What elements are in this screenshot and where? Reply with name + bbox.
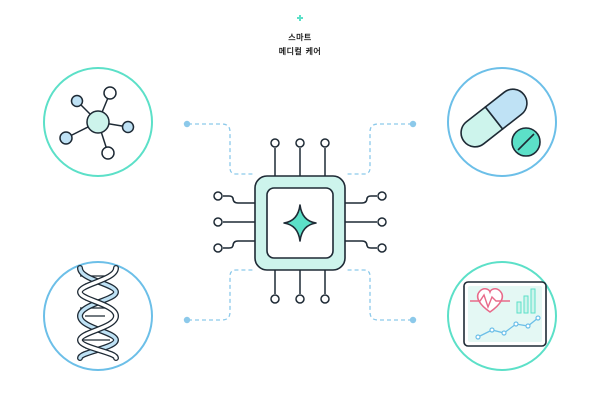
title-line-2: 메디컬 케어	[278, 47, 322, 56]
pill-icon	[447, 67, 557, 177]
connector-top-left	[188, 123, 255, 175]
connector-top-right	[345, 123, 412, 175]
sparkle-icon	[283, 204, 317, 242]
connector-lines	[188, 123, 412, 321]
ai-chip-icon	[254, 175, 346, 271]
chip-pins	[213, 138, 387, 304]
molecule-icon	[43, 67, 153, 177]
heart-monitor-icon	[447, 261, 557, 371]
connector-bottom-right	[345, 269, 412, 321]
dna-icon	[43, 261, 153, 371]
connector-bottom-left	[188, 269, 255, 321]
plus-icon	[297, 15, 303, 21]
title-line-1: 스마트	[288, 33, 312, 42]
connector-dots	[183, 120, 417, 324]
